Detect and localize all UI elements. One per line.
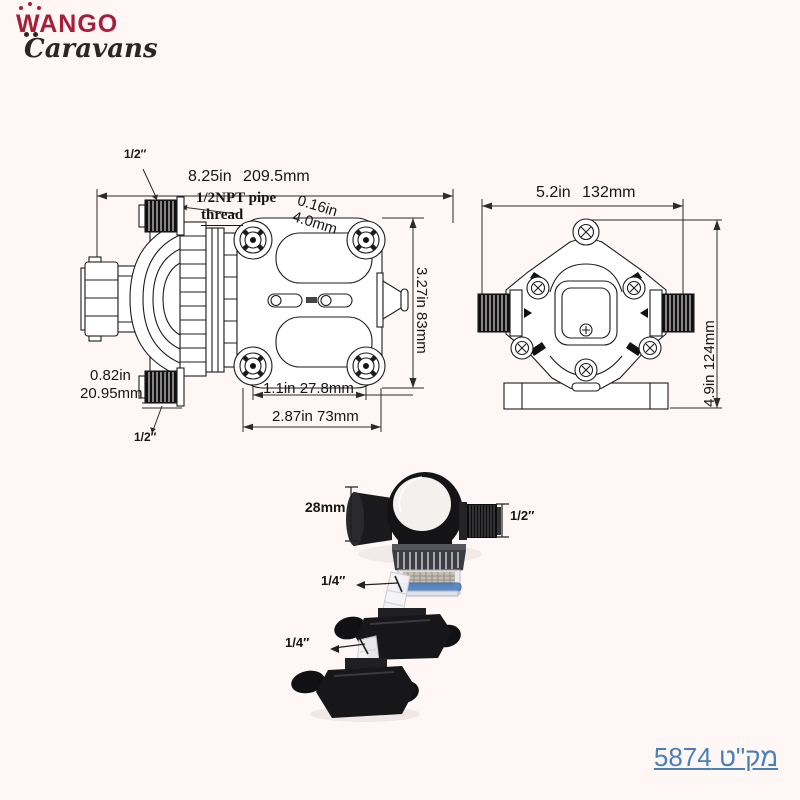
pump-side-view-drawing — [80, 168, 454, 434]
npt-thread-note-line2: thread — [201, 207, 244, 226]
crown-dot-icon — [37, 6, 41, 10]
crown-dot-icon — [28, 2, 32, 6]
brand-logo: WANGO Caravans — [16, 2, 158, 64]
brand-wordmark: WANGO — [16, 2, 158, 39]
panda-ear-icon — [24, 32, 29, 37]
front-width-label: 5.2in 132mm — [536, 184, 636, 201]
panda-ear-icon — [33, 32, 38, 37]
front-height-label: 4.9in 124mm — [701, 320, 718, 407]
brand-line2: Caravans — [24, 34, 158, 64]
slot-spacing-label: 1.1in 27.8mm — [263, 380, 354, 397]
side-inlet-size-label: 1/2″ — [124, 147, 147, 161]
port-diameter-label-mm: 20.95mm — [80, 385, 143, 402]
strainer-outlet-label: 1/2″ — [510, 508, 535, 523]
crown-dot-icon — [19, 6, 23, 10]
brand-line1: WANGO — [16, 10, 119, 38]
side-overall-height-label: 3.27in 83mm — [413, 267, 430, 354]
side-outlet-size-label: 1/2″ — [134, 430, 157, 444]
port-diameter-label-in: 0.82in — [90, 367, 131, 384]
strainer-barb-top-label: 1/4″ — [321, 573, 346, 588]
strainer-barb-bottom-label: 1/4″ — [285, 635, 310, 650]
strainer-inlet-label: 28mm — [305, 499, 346, 515]
side-overall-width-label: 8.25in 209.5mm — [188, 168, 310, 185]
pump-front-view-drawing — [477, 199, 722, 410]
strainer-assembly-image — [291, 472, 509, 722]
brand-subwordmark: Caravans — [24, 32, 158, 64]
npt-thread-note-line1: 1/2NPT pipe — [196, 190, 277, 206]
foot-spacing-label: 2.87in 73mm — [272, 408, 359, 425]
catalog-number-link[interactable]: מק"ט 5874 — [653, 742, 779, 772]
